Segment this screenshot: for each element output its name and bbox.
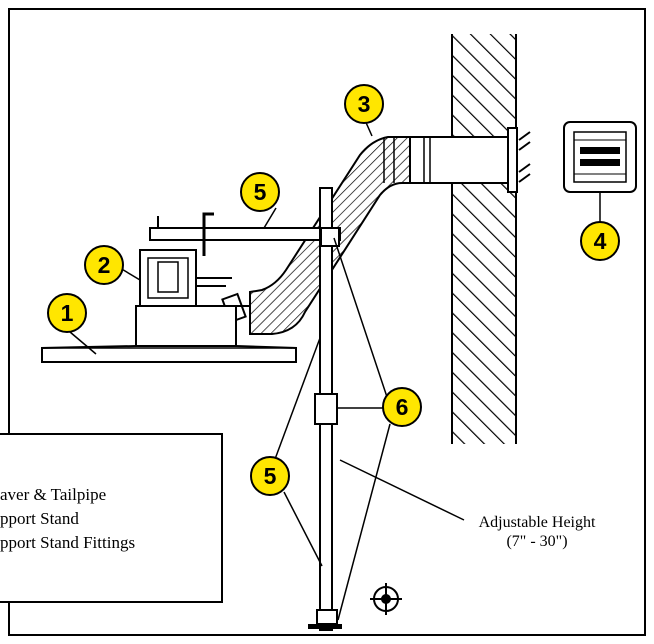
callout-1: 1 bbox=[47, 293, 87, 333]
callout-6: 6 bbox=[382, 387, 422, 427]
crosshair-icon bbox=[370, 583, 402, 615]
callout-5-stand: 5 bbox=[250, 456, 290, 496]
hood-cone bbox=[41, 305, 297, 363]
legend-item: pport Stand Fittings bbox=[0, 533, 135, 552]
legend-item: aver & Tailpipe bbox=[0, 485, 106, 504]
adjustable-height-note: Adjustable Height (7" - 30") bbox=[479, 514, 596, 550]
callout-5-arm: 5 bbox=[240, 172, 280, 212]
wall-thimble-pipe bbox=[409, 127, 531, 193]
svg-text:1: 1 bbox=[61, 300, 74, 326]
svg-text:(7" - 30"): (7" - 30") bbox=[506, 533, 567, 550]
legend-item: pport Stand bbox=[0, 509, 79, 528]
svg-text:3: 3 bbox=[358, 91, 371, 117]
callout-3: 3 bbox=[344, 84, 384, 124]
svg-text:2: 2 bbox=[98, 252, 111, 278]
callout-2: 2 bbox=[84, 245, 124, 285]
legend-box: aver & Tailpipe pport Stand pport Stand … bbox=[0, 433, 223, 603]
wall-louver bbox=[563, 121, 637, 193]
svg-text:Adjustable Height: Adjustable Height bbox=[479, 514, 596, 531]
callout-4: 4 bbox=[580, 221, 620, 261]
svg-text:4: 4 bbox=[594, 228, 607, 254]
svg-text:6: 6 bbox=[396, 394, 409, 420]
leader-lines bbox=[69, 117, 601, 621]
svg-text:5: 5 bbox=[264, 463, 277, 489]
svg-text:5: 5 bbox=[254, 179, 267, 205]
wall bbox=[451, 34, 517, 444]
exhaust-fan bbox=[139, 249, 247, 324]
